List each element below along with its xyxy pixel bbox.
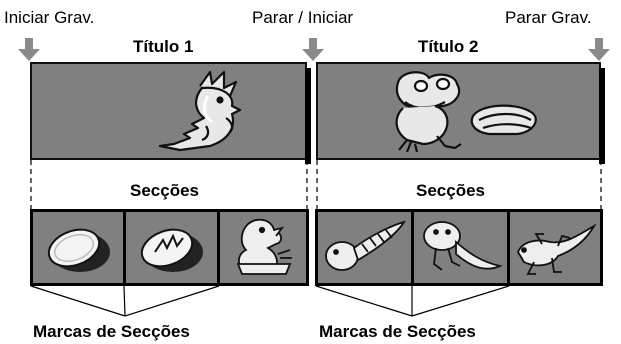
- title-2-label: Título 2: [418, 37, 479, 56]
- stop-recording-arrow-icon: [588, 38, 610, 61]
- stop-start-label: Parar / Iniciar: [252, 8, 354, 27]
- frog-icon: [395, 71, 537, 153]
- cracked-egg-icon: [140, 228, 203, 272]
- rooster-icon: [158, 70, 242, 152]
- title-1-label: Título 1: [133, 37, 194, 56]
- tadpole-icon: [325, 220, 406, 271]
- froglet-icon: [516, 223, 597, 275]
- chick-icon: [236, 218, 292, 275]
- start-recording-label: Iniciar Grav.: [4, 8, 95, 27]
- section-1-1: [30, 209, 126, 286]
- title-2-box: [316, 62, 605, 164]
- tadpole-legs-icon: [423, 221, 503, 271]
- section-marks-label-right: Marcas de Secções: [319, 322, 476, 341]
- start-recording-arrow-icon: [18, 38, 40, 61]
- stop-start-arrow-icon: [302, 38, 324, 61]
- sections-label-right: Secções: [416, 181, 485, 200]
- title-1-box: [30, 62, 311, 164]
- stop-recording-label: Parar Grav.: [505, 8, 592, 27]
- sections-label-left: Secções: [130, 181, 199, 200]
- egg-icon: [47, 228, 110, 272]
- section-marks-label-left: Marcas de Secções: [33, 322, 190, 341]
